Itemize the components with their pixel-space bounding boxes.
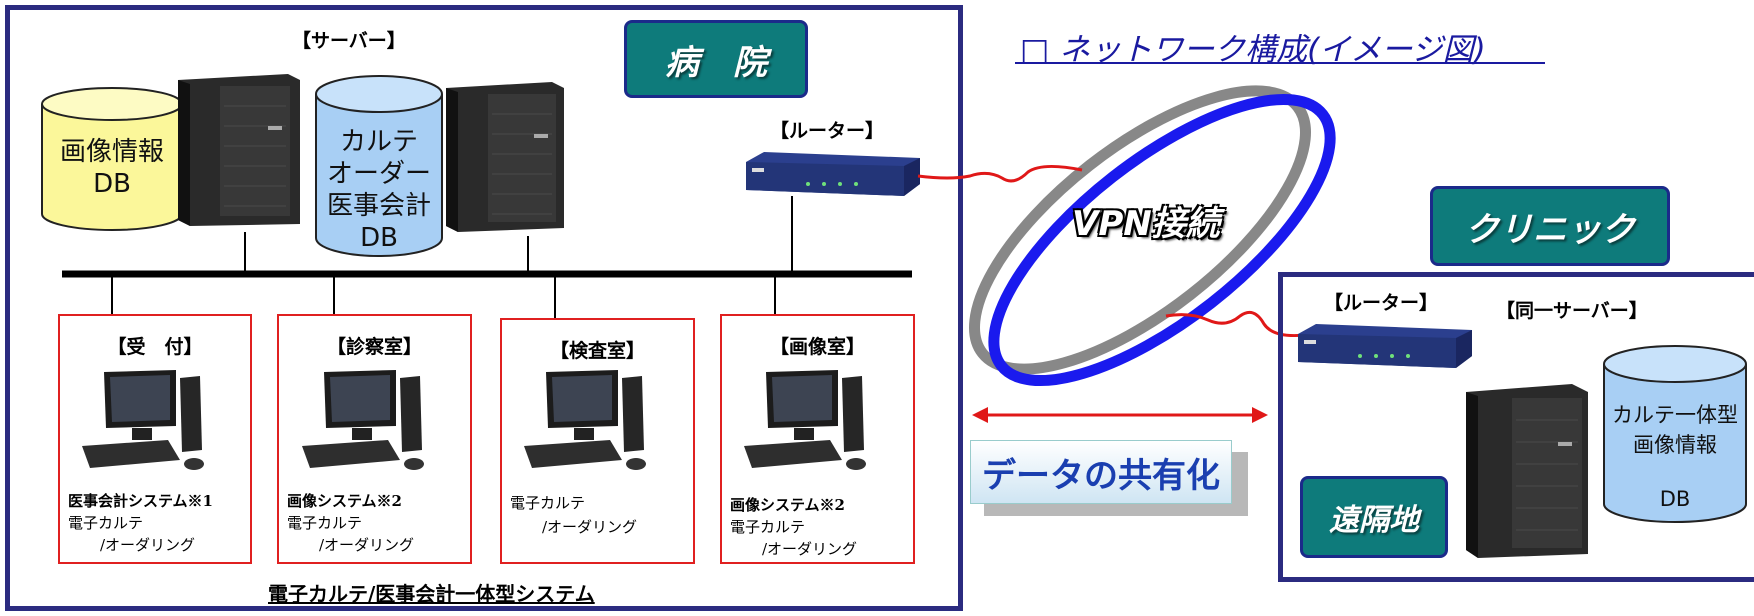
room-imaging-line1: 画像システム※2 — [730, 496, 845, 514]
desktop-pc-icon — [82, 370, 204, 470]
desktop-pc-icon — [302, 370, 424, 470]
db-image-line2: DB — [93, 169, 131, 199]
server-tower-icon — [446, 82, 564, 232]
room-reception: 【受 付】 医事会計システム※1 電子カルテ /オーダリング — [58, 314, 252, 564]
room-reception-line2: 電子カルテ — [68, 514, 144, 532]
room-exam-line3: /オーダリング — [319, 536, 415, 554]
room-exam: 【診察室】 画像システム※2 電子カルテ /オーダリング — [277, 314, 472, 564]
db-image-cylinder-icon — [41, 87, 183, 231]
db-karte-line3: 医事会計 — [326, 191, 431, 221]
router-icon — [746, 152, 920, 196]
db-clinic-line1: カルテ一体型 — [1612, 403, 1738, 427]
db-image-label: 画像情報 DB — [40, 136, 184, 200]
server-tower-icon — [1466, 384, 1588, 558]
room-exam-line1: 画像システム※2 — [287, 492, 402, 510]
db-clinic-label: カルテ一体型 画像情報 DB — [1596, 400, 1754, 514]
room-imaging-line3: /オーダリング — [762, 540, 858, 558]
room-exam-line2: 電子カルテ — [287, 514, 363, 532]
clinic-banner: クリニック — [1430, 186, 1670, 266]
data-sharing-label: データの共有化 — [982, 455, 1220, 496]
room-lab-line2: /オーダリング — [542, 518, 638, 536]
db-karte-line2: オーダー — [326, 159, 431, 189]
system-caption: 電子カルテ/医事会計一体型システム — [268, 582, 595, 606]
vpn-link-clinic — [1165, 310, 1325, 338]
db-clinic-cylinder-icon — [1603, 345, 1747, 523]
room-reception-line1: 医事会計システム※1 — [68, 492, 213, 510]
room-lab-title: 【検査室】 — [549, 340, 645, 362]
db-clinic-line2: 画像情報 — [1633, 433, 1717, 457]
hospital-banner-label: 病 院 — [665, 42, 767, 83]
lan-bus — [62, 196, 912, 318]
vpn-link-hospital — [917, 165, 1083, 183]
vpn-label: VPN接続 — [1072, 204, 1220, 244]
hospital-router-label: 【ルーター】 — [770, 120, 885, 142]
db-karte-line1: カルテ — [339, 127, 418, 157]
room-imaging-line2: 電子カルテ — [730, 518, 806, 536]
remote-banner: 遠隔地 — [1300, 476, 1448, 558]
clinic-router-label: 【ルーター】 — [1324, 292, 1439, 314]
clinic-banner-label: クリニック — [1465, 209, 1635, 250]
db-karte-label: カルテ オーダー 医事会計 DB — [314, 126, 444, 254]
room-imaging: 【画像室】 画像システム※2 電子カルテ /オーダリング — [720, 314, 915, 564]
db-clinic-line3: DB — [1659, 487, 1691, 511]
clinic-frame — [1278, 272, 1754, 582]
room-reception-line3: /オーダリング — [100, 536, 196, 554]
hospital-frame — [5, 5, 963, 611]
desktop-pc-icon — [744, 370, 866, 470]
room-exam-title: 【診察室】 — [326, 336, 422, 358]
data-sharing-arrow — [972, 407, 1268, 423]
router-icon — [1298, 324, 1472, 368]
data-sharing-box: データの共有化 — [970, 440, 1232, 504]
db-karte-cylinder-icon — [315, 75, 443, 257]
room-lab-line1: 電子カルテ — [510, 494, 586, 512]
room-imaging-title: 【画像室】 — [769, 336, 865, 358]
db-karte-line4: DB — [360, 223, 398, 253]
server-tower-icon — [178, 74, 300, 226]
title-underline — [1015, 62, 1545, 64]
db-image-line1: 画像情報 — [59, 137, 164, 167]
hospital-banner: 病 院 — [624, 20, 808, 98]
server-label: 【サーバー】 — [292, 30, 406, 52]
clinic-server-label: 【同一サーバー】 — [1496, 300, 1648, 322]
desktop-pc-icon — [524, 370, 646, 470]
remote-banner-label: 遠隔地 — [1329, 503, 1419, 538]
room-reception-title: 【受 付】 — [107, 336, 203, 358]
vpn-ring — [969, 85, 1336, 387]
